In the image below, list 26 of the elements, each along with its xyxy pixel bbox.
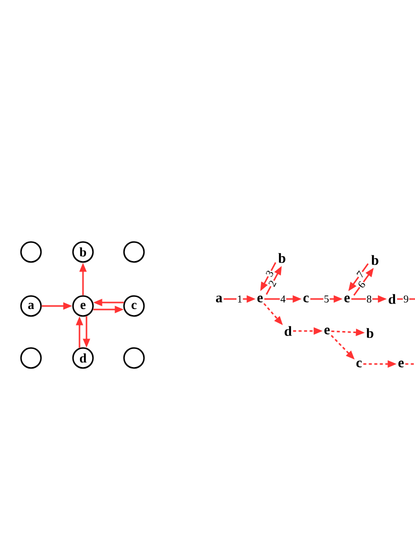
node-letter: d — [388, 294, 396, 304]
dashed-line — [405, 363, 415, 365]
edge-label: 4 — [280, 294, 286, 304]
node-letter: c — [356, 360, 362, 368]
vertex-circle — [20, 347, 42, 369]
node-letter: c — [303, 296, 309, 302]
vertex-circle — [123, 347, 145, 369]
node-letter: e — [324, 328, 330, 334]
edge-label: 7 — [355, 269, 366, 280]
node-letter: b — [278, 253, 286, 263]
node-letter: b — [366, 328, 374, 338]
edge-label: 9 — [402, 294, 410, 304]
edge-label: 1 — [236, 294, 243, 304]
edge-label: 8 — [366, 294, 372, 304]
node-letter: d — [284, 326, 292, 336]
vertex-circle — [123, 241, 145, 263]
node-letter: b — [371, 255, 378, 265]
edge-label: 5 — [323, 294, 330, 304]
edge-label: 3 — [264, 268, 275, 278]
node-letter: e — [398, 360, 404, 368]
node-letter: e — [344, 296, 350, 302]
vertex-circle — [20, 241, 42, 263]
edge-label: 2 — [267, 278, 278, 288]
edge-label: 6 — [356, 280, 367, 290]
node-letter: e — [257, 296, 263, 302]
node-letter: a — [216, 296, 222, 302]
